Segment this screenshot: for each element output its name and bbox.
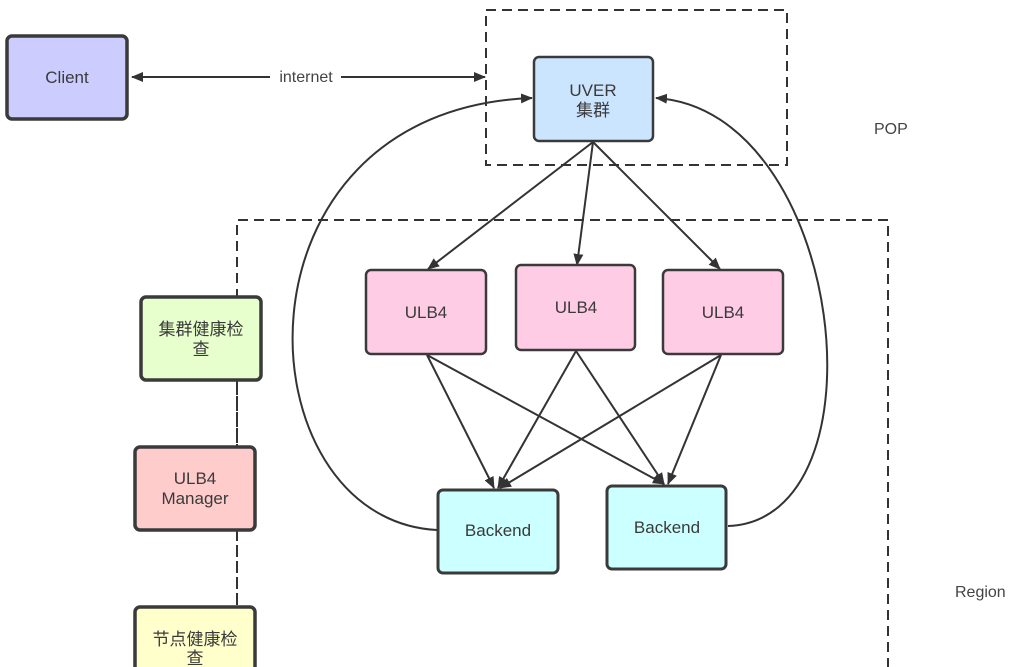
edge-label-internet: internet: [279, 69, 333, 86]
node-ulb4-2-label: ULB4: [555, 298, 598, 317]
node-ulb4-manager-label-line1: ULB4: [174, 469, 217, 488]
node-node-health-label-line2: 查: [187, 649, 204, 667]
node-backend-1-label: Backend: [465, 521, 531, 540]
edge-ulb4-3-backend-2: [667, 354, 722, 485]
edge-ulb4-2-backend-1: [497, 350, 577, 489]
node-ulb4-1-label: ULB4: [405, 303, 448, 322]
node-ulb4-3[interactable]: ULB4: [661, 268, 785, 356]
edge-ulb4-3-backend-1: [499, 354, 722, 489]
node-cluster-health-label-line1: 集群健康检: [159, 320, 244, 339]
region-boundary: [236, 219, 889, 667]
node-backend-1[interactable]: Backend: [436, 488, 560, 575]
edge-ulb4-2-backend-2: [575, 350, 665, 485]
pop-region-label: POP: [874, 121, 908, 138]
edge-uver-ulb4-3: [592, 141, 721, 270]
region-label: Region: [955, 584, 1006, 601]
node-client[interactable]: Client: [5, 34, 129, 121]
node-client-label: Client: [45, 68, 89, 87]
node-ulb4-1[interactable]: ULB4: [364, 268, 488, 356]
node-cluster-health-label-line2: 查: [193, 340, 210, 359]
node-node-health-check[interactable]: 节点健康检 查: [133, 605, 257, 667]
node-uver-label-line1: UVER: [569, 81, 616, 100]
node-ulb4-manager[interactable]: ULB4 Manager: [133, 445, 257, 532]
edge-ulb4-1-backend-1: [426, 354, 495, 489]
node-ulb4-3-label: ULB4: [702, 303, 745, 322]
node-backend-2-label: Backend: [634, 518, 700, 537]
node-uver-label-line2: 集群: [576, 101, 610, 120]
edge-backend-1-uver: [291, 93, 533, 531]
edge-ulb4-1-backend-2: [426, 354, 665, 485]
edge-uver-ulb4-1: [427, 141, 594, 270]
node-ulb4-2[interactable]: ULB4: [514, 263, 637, 352]
node-node-health-label-line1: 节点健康检: [153, 630, 238, 649]
node-cluster-health-check[interactable]: 集群健康检 查: [139, 295, 263, 382]
node-backend-2[interactable]: Backend: [605, 484, 728, 571]
pop-region-boundary: [485, 9, 788, 166]
node-ulb4-manager-label-line2: Manager: [161, 489, 228, 508]
edge-backend-2-uver: [655, 93, 829, 527]
edge-uver-ulb4-2: [573, 141, 594, 266]
node-uver-cluster[interactable]: UVER 集群: [532, 55, 655, 143]
